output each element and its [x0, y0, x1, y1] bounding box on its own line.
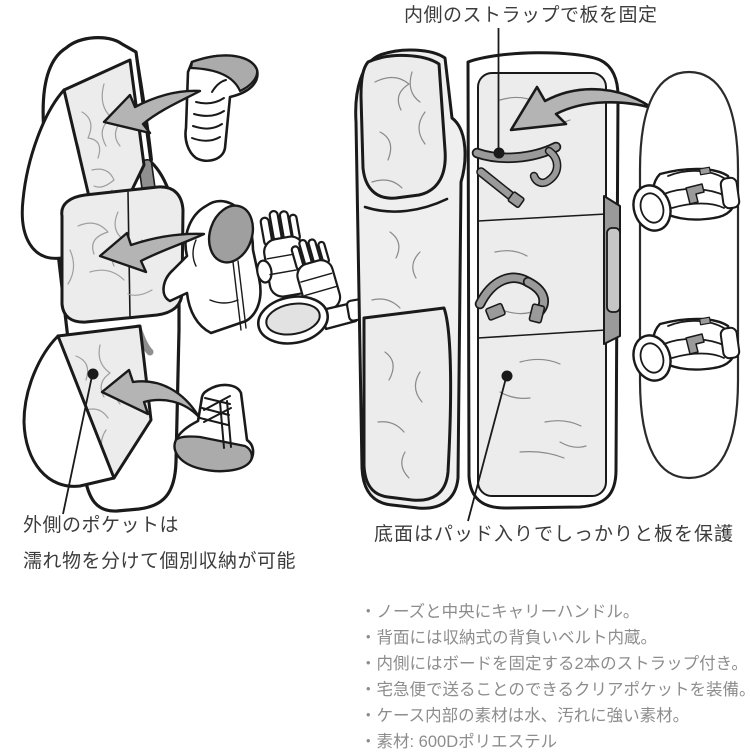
snowboard-illustration: [632, 70, 741, 480]
callout-dot: [501, 370, 513, 382]
feature-item: ・ケース内部の素材は水、汚れに強い素材。: [360, 707, 690, 725]
annotation-outer-pockets-line2: 濡れ物を分けて個別収納が可能: [23, 550, 297, 572]
leader-bottom-right: [467, 377, 507, 522]
annotation-padded-base: 底面はパッド入りでしっかりと板を保護: [374, 524, 735, 545]
bottom-pocket-arrow-icon: [100, 368, 201, 419]
jacket-hood: [207, 204, 255, 264]
leader-left: [62, 375, 93, 515]
feature-item: ・素材: 600Dポリエステル: [360, 733, 558, 751]
inner-strap-middle: [474, 272, 549, 324]
feature-item: ・ノーズと中央にキャリーハンドル。: [360, 603, 640, 621]
binding-bottom: [632, 316, 741, 382]
feature-list: ・ノーズと中央にキャリーハンドル。 ・背面には収納式の背負いベルト内蔵。 ・内側…: [360, 599, 750, 755]
feature-item: ・内側にはボードを固定する2本のストラップ付き。: [360, 655, 748, 673]
boot-side-illustration: [173, 383, 255, 473]
bottom-pocket-open: [22, 324, 153, 488]
middle-pocket-arrow-icon: [98, 231, 206, 274]
callout-dot: [87, 368, 99, 380]
feature-item: ・背面には収納式の背負いベルト内蔵。: [360, 629, 657, 647]
boot-top-illustration: [184, 54, 259, 162]
annotation-outer-pockets-line1: 外側のポケットは: [23, 515, 180, 536]
annotation-inner-straps: 内側のストラップで板を固定: [404, 5, 658, 26]
binding-top: [632, 166, 741, 232]
flap-wrinkles: [371, 71, 426, 479]
feature-item: ・宅急便で送ることのできるクリアポケットを装備。: [360, 681, 750, 699]
top-pocket-arrow-icon: [102, 89, 202, 135]
leader-lines: [62, 28, 513, 522]
bottom-pocket-flap: [22, 334, 116, 488]
right-bag-illustration: [354, 48, 621, 510]
gear-items: [162, 54, 367, 473]
annotation-outer-pockets: 外側のポケットは 濡れ物を分けて個別収納が可能: [23, 515, 296, 587]
callout-dot: [493, 147, 505, 159]
bag-side-handle: [603, 195, 621, 345]
arrows: [98, 85, 654, 419]
goggles-illustration: [257, 295, 367, 345]
inner-strap-top: [471, 141, 562, 208]
